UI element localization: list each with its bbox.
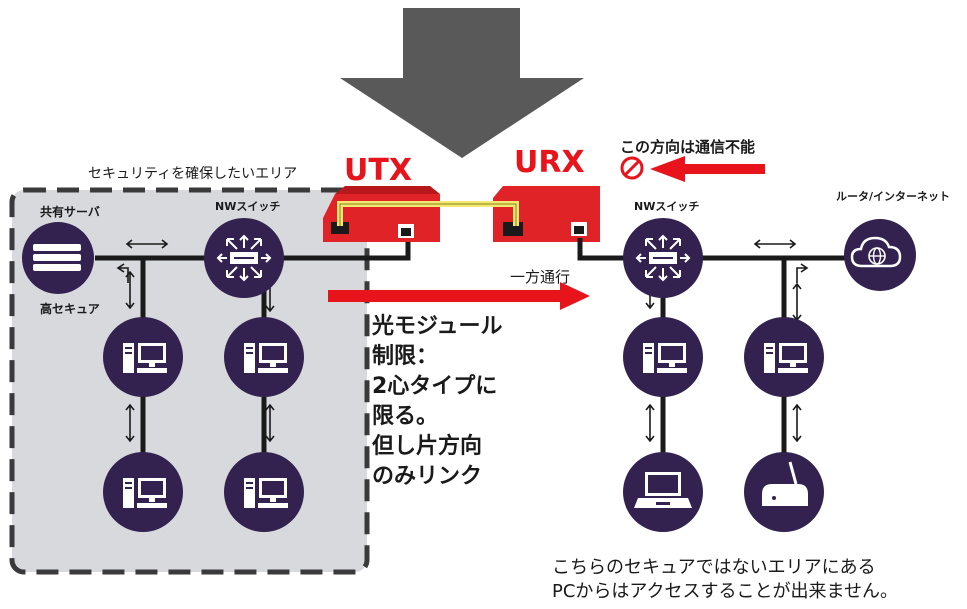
pc-icon [244,343,288,373]
server-return-arrow [116,263,129,283]
blocked-direction-label: この方向は通信不能 [620,138,755,156]
note-line: 2心タイプに [372,374,498,399]
cloud-globe-icon [850,236,902,268]
one-way-label: 一方通行 [510,268,570,286]
note-line: 限る。 [372,404,439,429]
blocked-direction-arrow [650,156,765,182]
laptop-icon [634,472,692,508]
access-note-line: PCからはアクセスすることが出来ません。 [552,581,898,602]
urx-device [493,186,600,242]
shared-server-title: 共有サーバ [40,204,100,219]
pc-icon [123,343,167,373]
right-arrow-3 [645,404,655,442]
shared-server-subtitle: 高セキュア [40,301,100,316]
note-line: 但し片方向 [372,434,483,459]
right-uplink [577,238,880,261]
pc-icon [764,343,808,373]
pc-icon [123,478,167,508]
right-arrow-2 [792,283,802,321]
one-way-arrow [328,282,590,310]
left-backbone [95,238,411,261]
pc-icon [643,343,687,373]
utx-label: UTX [344,153,412,188]
note-line: 光モジュール [372,314,503,339]
server-icon [33,244,81,271]
note-line: 制限： [372,344,439,369]
big-down-arrow [340,8,584,158]
right-switch-label: NWスイッチ [634,200,699,213]
router-label: ルータ/インターネット [836,190,950,203]
right-arrow-4 [792,404,802,442]
urx-label: URX [514,145,585,180]
right-arrow-switch-router [754,239,796,249]
prohibited-icon [620,156,644,180]
secure-area-label: セキュリティを確保したいエリア [88,166,297,182]
router-return-arrow [796,263,809,283]
pc-icon [244,478,288,508]
access-note-line: こちらのセキュアではないエリアにある [552,557,876,578]
left-switch-label: NWスイッチ [215,200,280,213]
note-line: のみリンク [372,464,483,489]
module-restriction-note: 光モジュール 制限： 2心タイプに 限る。 但し片方向 のみリンク [372,312,552,492]
wifi-router-icon [762,461,808,506]
access-note: こちらのセキュアではないエリアにある PCからはアクセスすることが出来ません。 [552,556,962,604]
